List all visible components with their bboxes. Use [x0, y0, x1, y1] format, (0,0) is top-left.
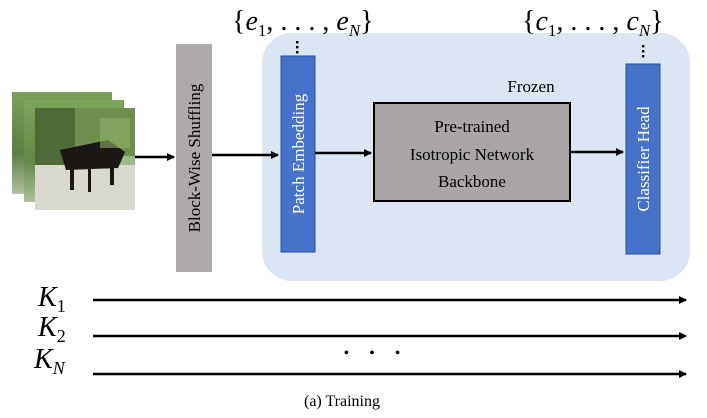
key-n-label: KN — [33, 344, 66, 378]
key-row-n: KN — [33, 344, 687, 378]
backbone-label-line1: Pre-trained — [434, 117, 510, 136]
caption: (a) Training — [304, 393, 380, 410]
key-row-1: K1 — [37, 282, 687, 316]
patch-embedding-label: Patch Embedding — [289, 93, 308, 214]
classes-set-label: {c1, . . . , cN} — [522, 6, 664, 40]
input-image-stack — [12, 92, 135, 210]
backbone-label-line3: Backbone — [438, 172, 506, 191]
key-row-2: K2 — [37, 312, 687, 346]
shuffle-label: Block-Wise Shuffling — [185, 83, 204, 232]
classifier-head-label: Classifier Head — [634, 106, 653, 212]
key-1-label: K1 — [37, 282, 66, 316]
frozen-label: Frozen — [507, 77, 555, 96]
backbone-label-line2: Isotropic Network — [410, 145, 535, 164]
embeddings-set-label: {e1, . . . , eN} — [232, 6, 374, 40]
key-2-label: K2 — [37, 312, 66, 346]
patch-dots — [296, 41, 299, 54]
classifier-dots — [642, 45, 645, 58]
patch-embedding-block — [280, 55, 316, 253]
classifier-head-block — [625, 63, 661, 255]
ellipsis: • • • — [344, 345, 409, 362]
piano-photo — [35, 108, 135, 210]
shuffle-block — [176, 44, 212, 272]
